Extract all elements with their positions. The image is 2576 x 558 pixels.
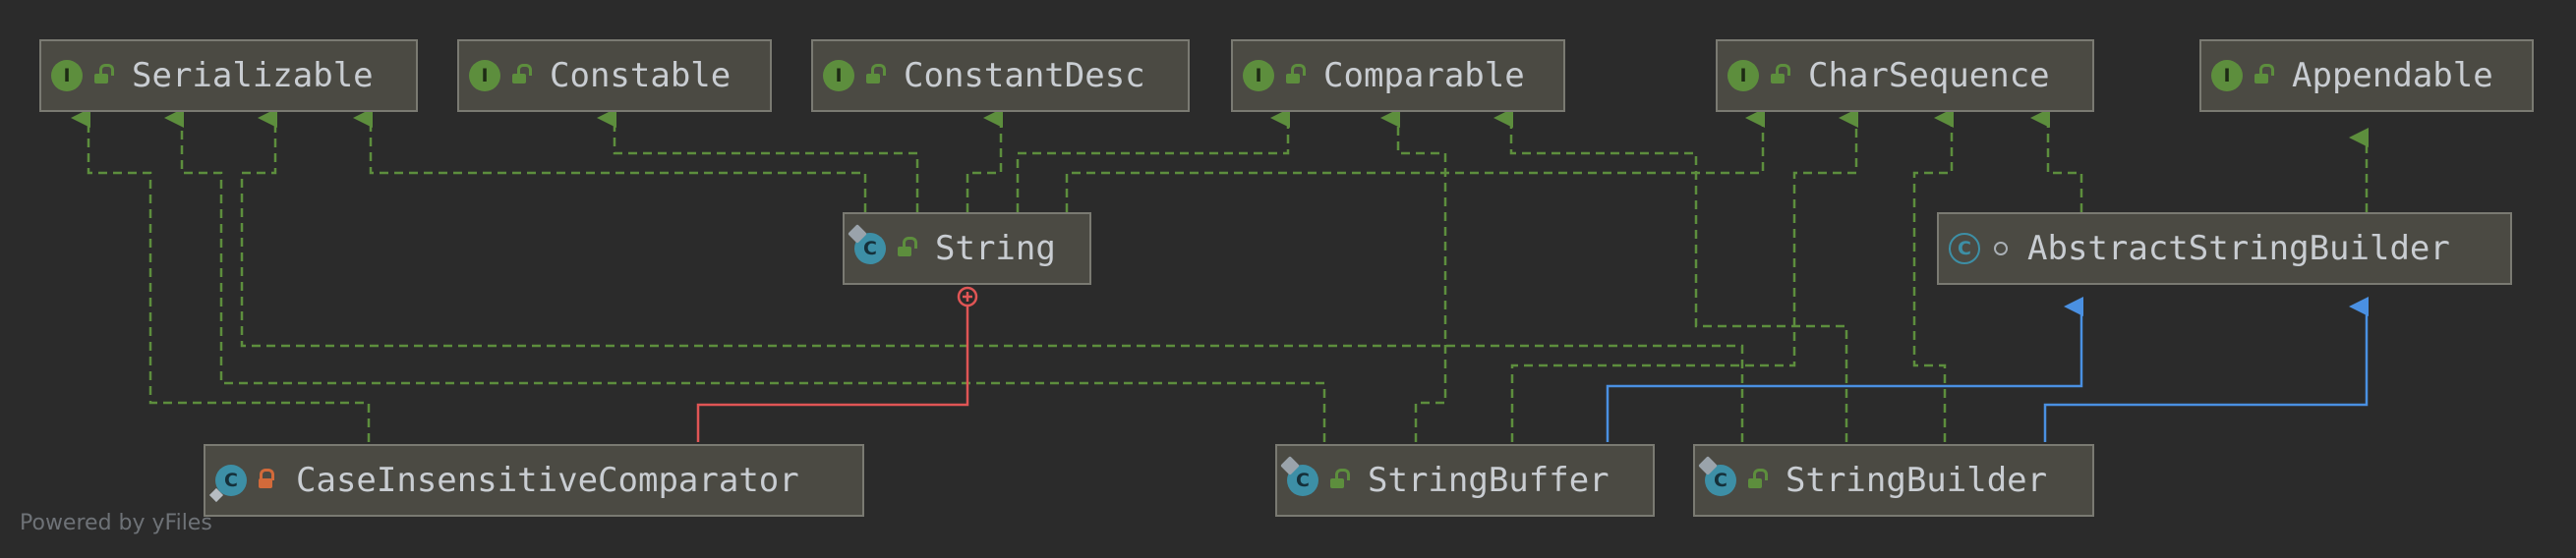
node-serializable[interactable]: I Serializable: [39, 39, 418, 112]
powered-by-footer: Powered by yFiles: [20, 511, 212, 535]
node-constantdesc[interactable]: I ConstantDesc: [811, 39, 1190, 112]
node-label: ConstantDesc: [904, 56, 1145, 95]
edge-stringbuilder-extends-abstractstringbuilder: [2043, 297, 2369, 442]
node-caseinsensitivecomparator[interactable]: C CaseInsensitiveComparator: [204, 444, 864, 517]
edge-string-implements-comparable: [1016, 108, 1290, 212]
edge-string-implements-constantdesc: [966, 108, 1003, 212]
public-lock-icon: [1748, 469, 1768, 488]
node-label: Constable: [550, 56, 732, 95]
edge-stringbuilder-implements-comparable: [1493, 108, 1848, 442]
interface-icon: I: [1243, 60, 1274, 91]
abstract-class-icon: C: [1949, 233, 1980, 264]
public-lock-icon: [94, 64, 114, 84]
node-label: StringBuilder: [1786, 461, 2048, 500]
node-stringbuilder[interactable]: C StringBuilder: [1693, 444, 2094, 517]
node-label: StringBuffer: [1368, 461, 1610, 500]
node-stringbuffer[interactable]: C StringBuffer: [1275, 444, 1655, 517]
edge-caseinsensitive-implements-serializable: [71, 108, 371, 442]
package-private-icon: [1994, 242, 2008, 255]
class-icon: C: [208, 465, 247, 503]
node-label: CharSequence: [1808, 56, 2050, 95]
interface-icon: I: [823, 60, 854, 91]
edge-string-implements-charsequence: [1065, 108, 1765, 212]
node-string[interactable]: C String: [843, 212, 1091, 285]
edge-stringbuffer-extends-abstractstringbuilder: [1606, 297, 2083, 442]
node-label: Serializable: [132, 56, 374, 95]
interface-icon: I: [2211, 60, 2243, 91]
edge-string-implements-serializable: [353, 108, 867, 212]
edge-stringbuffer-implements-serializable: [164, 108, 1326, 442]
edge-abstractstringbuilder-implements-charsequence: [2030, 108, 2083, 212]
node-label: Comparable: [1323, 56, 1525, 95]
edge-stringbuffer-implements-comparable: [1380, 108, 1447, 442]
node-comparable[interactable]: I Comparable: [1231, 39, 1565, 112]
public-lock-icon: [898, 237, 917, 256]
node-label: AbstractStringBuilder: [2027, 229, 2450, 268]
edge-string-implements-constable: [597, 108, 919, 212]
node-abstractstringbuilder[interactable]: C AbstractStringBuilder: [1937, 212, 2512, 285]
node-constable[interactable]: I Constable: [457, 39, 772, 112]
interface-icon: I: [51, 60, 83, 91]
edge-stringbuffer-implements-charsequence: [1510, 108, 1858, 442]
class-icon: C: [848, 224, 886, 264]
node-label: String: [935, 229, 1056, 268]
edge-stringbuilder-implements-serializable: [240, 108, 1744, 442]
public-lock-icon: [2254, 64, 2274, 84]
interface-icon: I: [469, 60, 500, 91]
edge-caseinsensitive-inner-of-string: [696, 307, 969, 442]
public-lock-icon: [866, 64, 886, 84]
public-lock-icon: [1330, 469, 1350, 488]
class-icon: C: [1698, 456, 1736, 496]
inner-class-marker-cross: [963, 292, 972, 302]
node-label: Appendable: [2292, 56, 2493, 95]
edge-stringbuilder-implements-charsequence: [1912, 108, 1954, 442]
node-label: CaseInsensitiveComparator: [296, 461, 799, 500]
public-lock-icon: [1286, 64, 1306, 84]
public-lock-icon: [1771, 64, 1790, 84]
public-lock-icon: [512, 64, 532, 84]
node-appendable[interactable]: I Appendable: [2199, 39, 2534, 112]
node-charsequence[interactable]: I CharSequence: [1716, 39, 2094, 112]
class-icon: C: [1280, 456, 1318, 496]
interface-icon: I: [1727, 60, 1759, 91]
private-lock-icon: [259, 469, 276, 488]
